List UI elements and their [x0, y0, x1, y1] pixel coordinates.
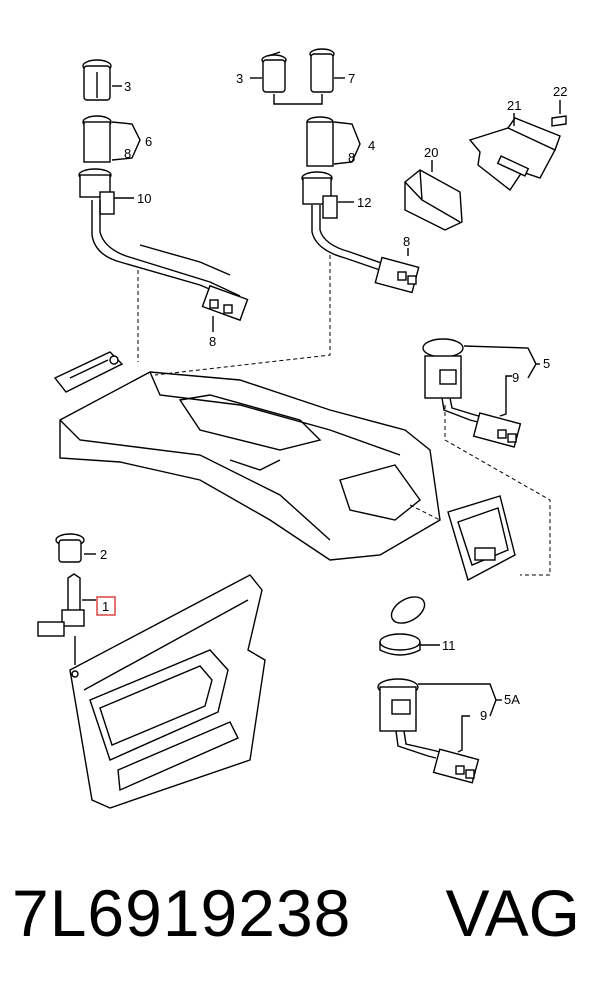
- callout-3-mid: 3: [236, 71, 243, 86]
- callout-22: 22: [553, 84, 567, 99]
- callout-1: 1: [102, 599, 109, 614]
- callout-5: 5: [543, 356, 550, 371]
- callout-8-mid-plug: 8: [403, 234, 410, 249]
- assembly-guide-lines: [137, 255, 551, 576]
- callout-2: 2: [100, 547, 107, 562]
- callout-5a: 5A: [504, 692, 520, 707]
- power-socket-upper: [422, 338, 540, 448]
- left-socket-assembly: [78, 59, 249, 332]
- callout-3-left: 3: [124, 79, 131, 94]
- callout-9-upper: 9: [512, 370, 519, 385]
- callout-7: 7: [348, 71, 355, 86]
- highlight-box-part-1: [96, 596, 116, 616]
- power-socket-lower: [377, 596, 502, 784]
- callout-6: 6: [145, 134, 152, 149]
- callout-labels: 3 6 8 10 8 3 7 4 8 12 8 20 21 22 5 9 2 1…: [100, 71, 567, 723]
- callout-21: 21: [507, 98, 521, 113]
- callout-11: 11: [442, 638, 456, 653]
- door-switch-parts: [37, 533, 116, 665]
- mounting-bracket: [468, 100, 567, 192]
- callout-20: 20: [424, 145, 438, 160]
- callout-8-left-plug: 8: [209, 334, 216, 349]
- callout-9-lower: 9: [480, 708, 487, 723]
- callout-10: 10: [137, 191, 151, 206]
- switch-unit: [404, 160, 463, 231]
- center-console: [53, 351, 441, 561]
- brand-caption: VAG: [445, 876, 580, 950]
- door-trim-panel: [69, 574, 266, 809]
- callout-4: 4: [368, 138, 375, 153]
- part-number-caption: 7L6919238: [12, 876, 352, 950]
- middle-socket-assembly: [250, 48, 420, 294]
- exploded-parts-diagram: .ln { stroke:#000; stroke-width:1.4; fil…: [37, 48, 567, 809]
- callout-8-left: 8: [124, 146, 131, 161]
- callout-12: 12: [357, 195, 371, 210]
- callout-8-mid: 8: [348, 150, 355, 165]
- storage-tray: [447, 495, 516, 582]
